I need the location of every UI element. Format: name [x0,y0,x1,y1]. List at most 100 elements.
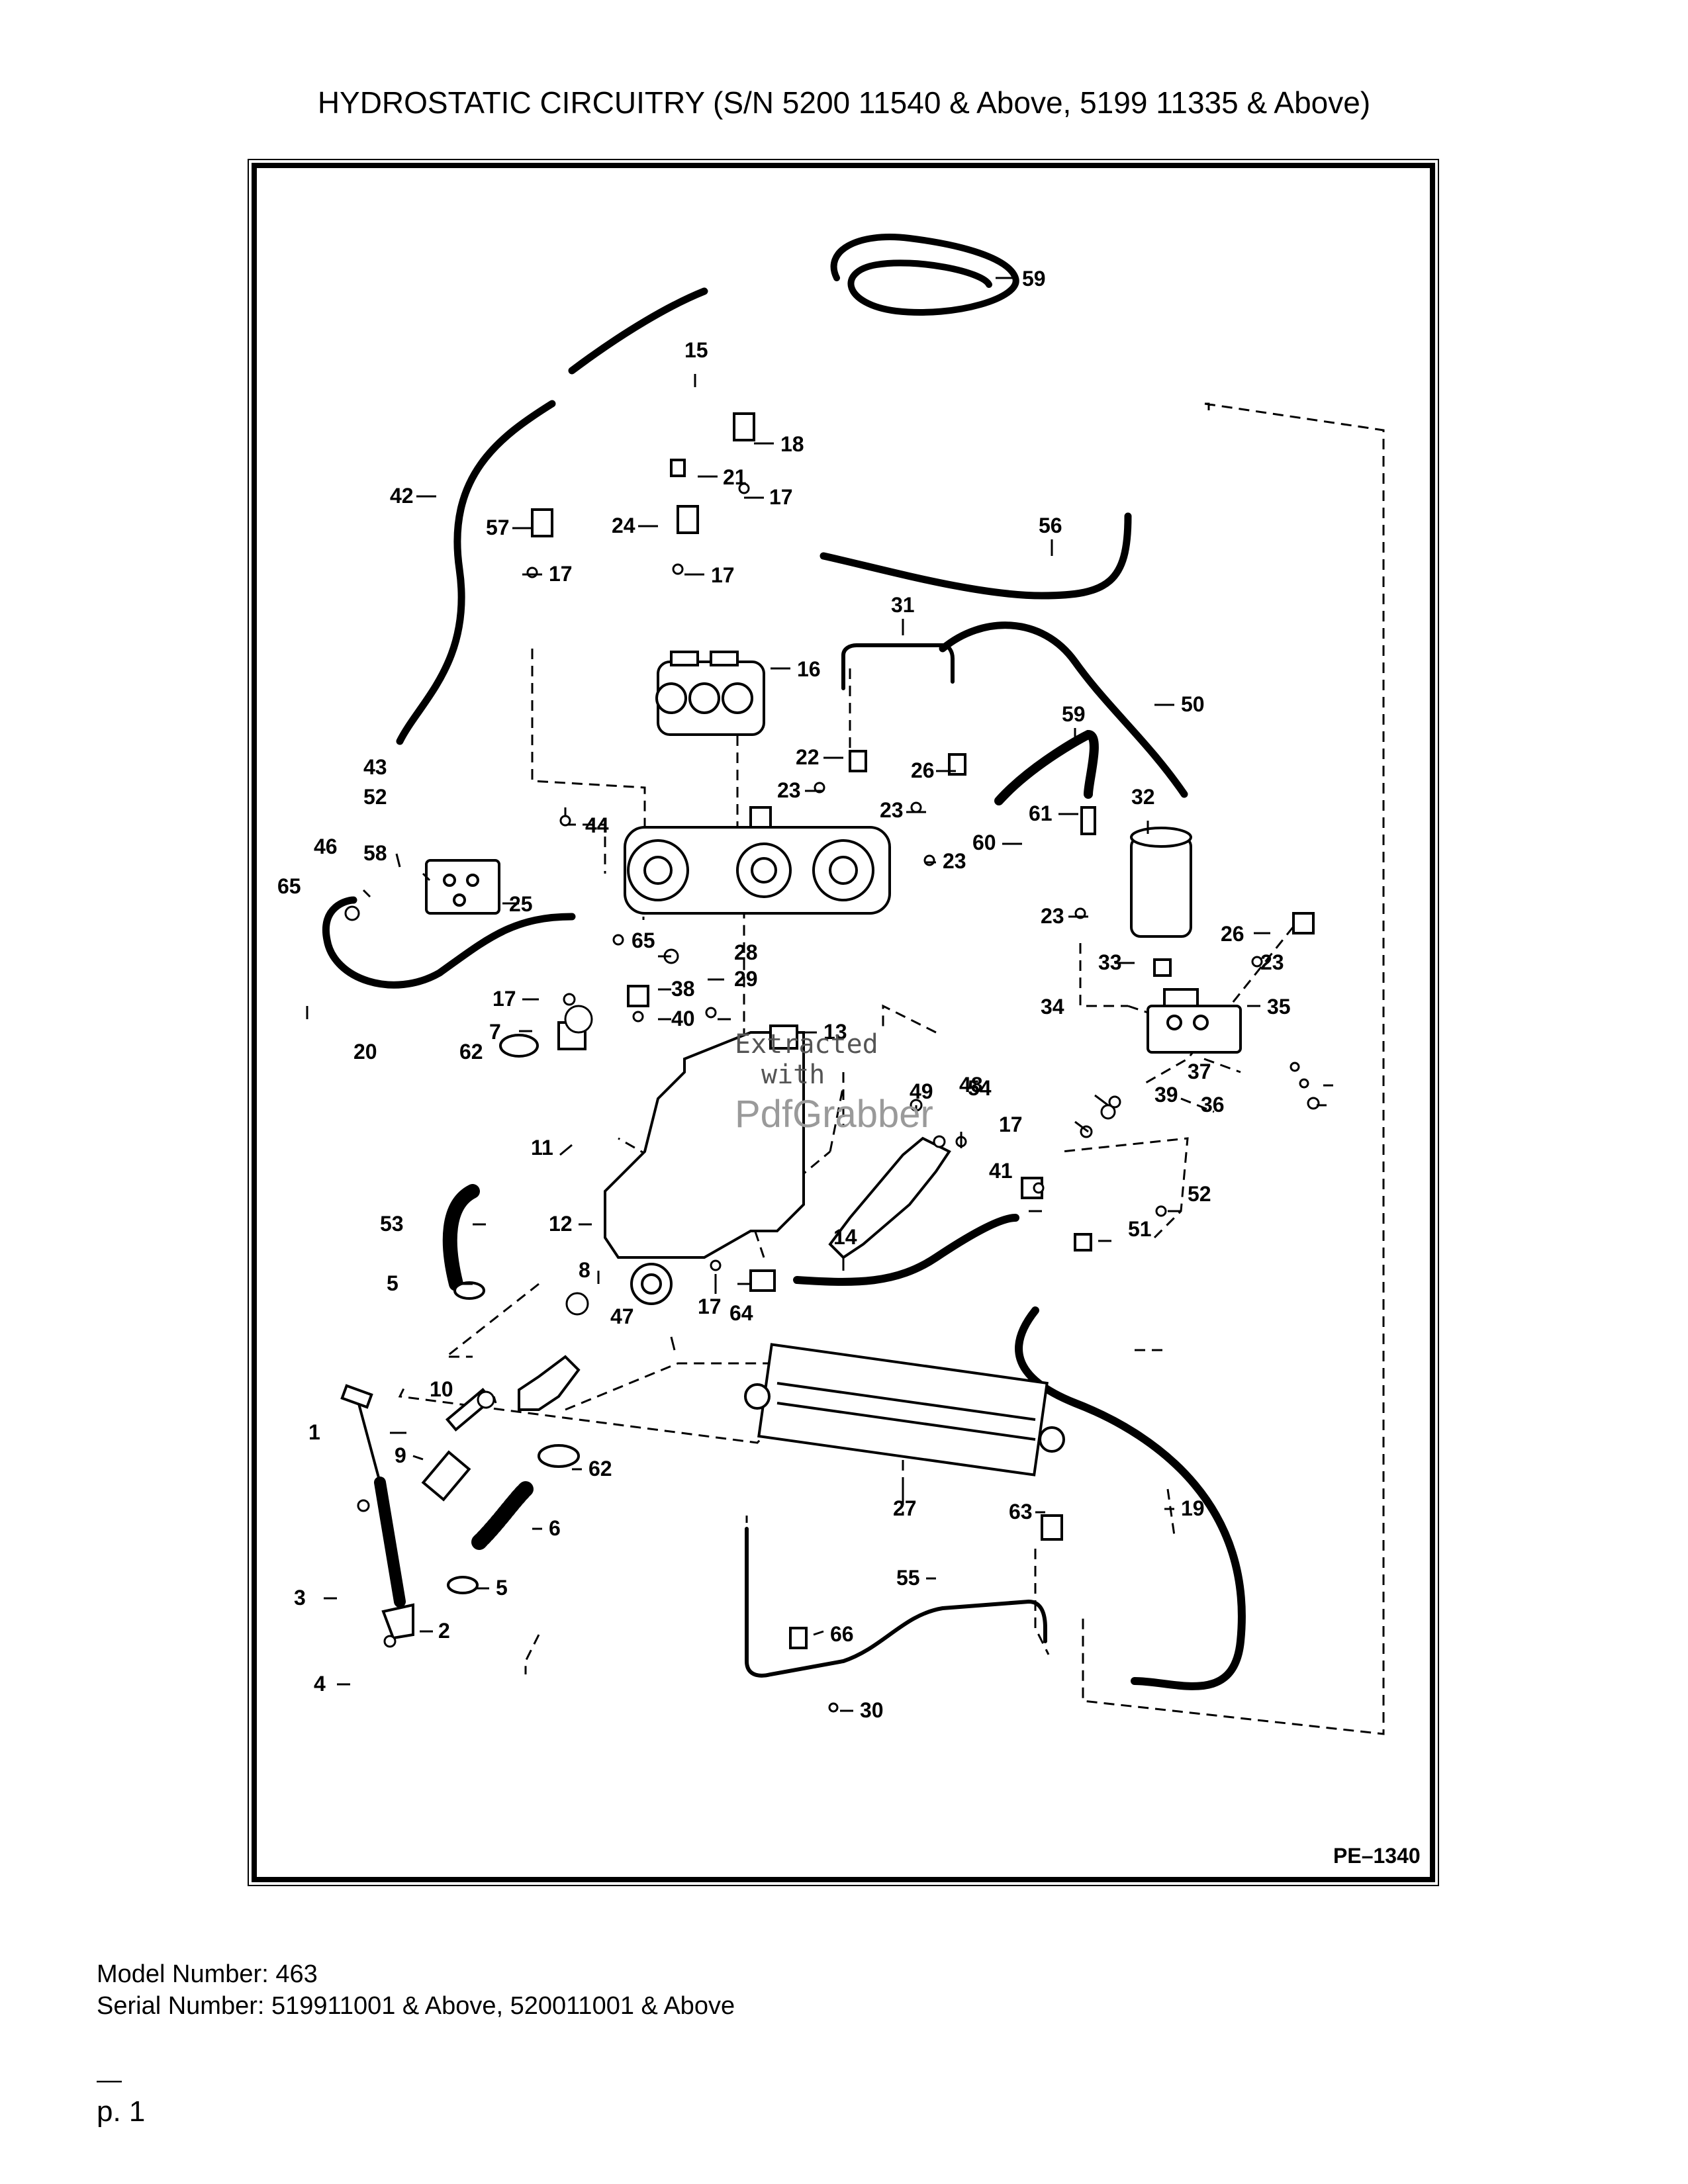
svg-text:50: 50 [1181,692,1205,716]
svg-text:18: 18 [780,432,804,456]
svg-text:26: 26 [911,758,935,782]
svg-text:23: 23 [943,849,966,873]
svg-text:63: 63 [1009,1500,1033,1524]
svg-text:8: 8 [579,1258,590,1282]
hose-6 [471,1481,534,1550]
svg-text:43: 43 [363,755,387,779]
serial-number: Serial Number: 519911001 & Above, 520011… [97,1992,735,2020]
fitting-22 [849,750,867,772]
svg-text:46: 46 [314,835,338,858]
svg-text:38: 38 [671,977,695,1001]
bracket-2 [381,1603,414,1640]
svg-text:62: 62 [459,1040,483,1064]
svg-text:1: 1 [308,1420,320,1444]
svg-text:28: 28 [734,940,758,964]
svg-text:59: 59 [1062,702,1086,726]
svg-text:10: 10 [430,1377,453,1401]
svg-text:53: 53 [380,1212,404,1236]
svg-text:24: 24 [612,514,635,537]
svg-text:13: 13 [823,1020,847,1044]
svg-text:27: 27 [893,1496,917,1520]
footer-divider: — [97,2066,122,2094]
model-number: Model Number: 463 [97,1960,318,1988]
svg-text:21: 21 [723,465,747,489]
svg-text:44: 44 [585,813,609,837]
cap-13 [769,1024,798,1050]
svg-text:41: 41 [989,1159,1013,1183]
tube-55 [745,1527,1047,1678]
dipstick-tube [374,1477,406,1608]
svg-text:42: 42 [390,484,414,508]
svg-text:36: 36 [1201,1093,1225,1116]
watermark-text: Extracted with [735,1029,878,1090]
svg-text:65: 65 [277,874,301,898]
fitting-38 [627,985,649,1007]
diagram-inner-border [252,163,1435,1882]
svg-text:7: 7 [489,1020,501,1044]
hydraulic-hoses [322,234,1246,1690]
svg-text:2: 2 [438,1619,450,1643]
svg-text:6: 6 [549,1516,561,1540]
svg-text:26: 26 [1221,922,1244,946]
svg-text:35: 35 [1267,995,1291,1019]
fitting-57 [531,508,553,537]
hose-20 [322,896,576,989]
svg-text:25: 25 [509,892,533,916]
fitting-26a [948,753,966,776]
tube-31 [841,643,955,690]
hose-15 [568,287,708,375]
svg-text:31: 31 [891,593,915,617]
svg-text:17: 17 [549,562,573,586]
dipstick-rod [355,1395,381,1484]
svg-text:23: 23 [880,798,904,822]
svg-text:3: 3 [294,1586,306,1610]
diagram-outer-border [248,159,1439,1886]
fitting-63 [1041,1514,1063,1541]
dipstick-handle-1 [340,1384,373,1409]
svg-text:37: 37 [1188,1060,1211,1083]
svg-text:17: 17 [711,563,735,587]
hose-59 [994,729,1099,805]
svg-text:15: 15 [684,338,708,362]
hose-53 [442,1184,480,1291]
svg-text:17: 17 [769,485,793,509]
svg-text:52: 52 [363,785,387,809]
svg-text:16: 16 [797,657,821,681]
filter-head-34 [1147,1005,1242,1054]
small-parts [344,482,1320,1713]
clamp-62a [499,1034,539,1058]
svg-text:29: 29 [734,967,758,991]
filter-32 [1130,836,1192,938]
svg-text:57: 57 [486,516,510,539]
fitting-51 [1074,1233,1092,1251]
clamp-62b [538,1444,580,1468]
oil-cooler-27 [757,1343,1049,1477]
page-number: p. 1 [97,2095,146,2128]
svg-text:23: 23 [777,778,801,802]
svg-text:64: 64 [729,1301,753,1325]
callout: 59 [1022,267,1046,291]
svg-text:58: 58 [363,841,387,865]
svg-text:62: 62 [588,1457,612,1480]
svg-text:4: 4 [314,1672,326,1696]
svg-text:17: 17 [698,1295,722,1318]
fitting-60 [1080,806,1096,835]
svg-text:55: 55 [896,1566,920,1590]
hose-19 [1015,1306,1246,1690]
svg-text:40: 40 [671,1007,695,1030]
hose-42 [396,400,556,745]
svg-text:52: 52 [1188,1182,1211,1206]
diagram-code: PE–1340 [1333,1844,1421,1868]
reservoir-12 [604,1031,805,1259]
svg-text:20: 20 [353,1040,377,1064]
svg-text:17: 17 [492,987,516,1011]
strainer-9 [421,1450,471,1502]
hose-56 [820,512,1132,600]
svg-text:9: 9 [395,1443,406,1467]
fitting-66 [789,1627,808,1649]
manifold-block-25 [425,859,500,915]
svg-text:11: 11 [531,1136,553,1160]
svg-text:39: 39 [1154,1083,1178,1107]
fitting-26b [1292,912,1315,934]
hose-50 [939,621,1188,798]
